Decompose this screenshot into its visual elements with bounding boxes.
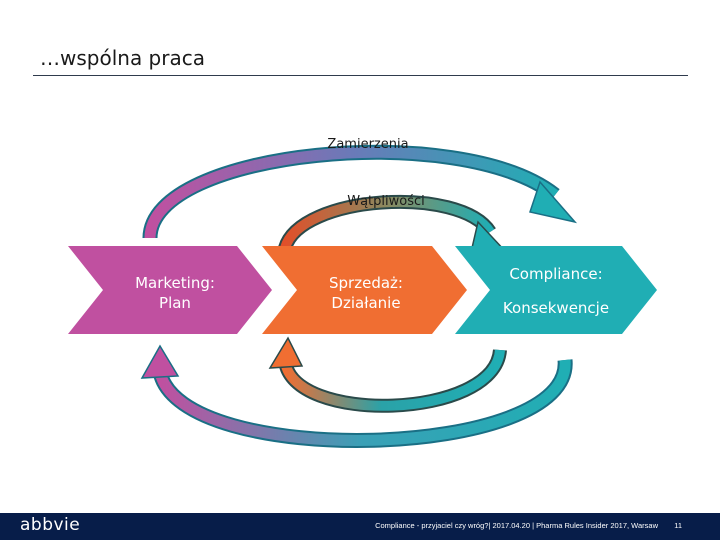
outer-top-arrow bbox=[142, 144, 578, 239]
box-sprzedaz-line1: Sprzedaż: bbox=[329, 274, 403, 292]
box-marketing-line1: Marketing: bbox=[135, 274, 215, 292]
footer-caption: Compliance - przyjaciel czy wróg?| 2017.… bbox=[375, 521, 658, 530]
box-marketing: Marketing: Plan bbox=[68, 246, 272, 334]
abbvie-logo: abbvie bbox=[20, 515, 81, 535]
box-sprzedaz-line2: Działanie bbox=[331, 294, 400, 312]
box-compliance-line1: Compliance: bbox=[509, 265, 602, 283]
footer-bar: abbvie Compliance - przyjaciel czy wróg?… bbox=[0, 513, 720, 540]
box-compliance-line2: Konsekwencje bbox=[503, 299, 609, 317]
title-divider bbox=[33, 75, 688, 76]
inner-bottom-arrow bbox=[268, 336, 507, 413]
label-watpliwosci: Wątpliwości bbox=[347, 194, 425, 209]
label-zamierzenia: Zamierzenia bbox=[327, 137, 408, 152]
slide-title: …wspólna praca bbox=[40, 46, 205, 70]
box-marketing-line2: Plan bbox=[159, 294, 191, 312]
inner-top-arrow bbox=[278, 194, 508, 253]
page-number: 11 bbox=[674, 521, 682, 530]
outer-bottom-arrow bbox=[140, 344, 573, 448]
box-sprzedaz: Sprzedaż: Działanie bbox=[262, 246, 467, 334]
box-compliance: Compliance: Konsekwencje bbox=[455, 246, 657, 334]
